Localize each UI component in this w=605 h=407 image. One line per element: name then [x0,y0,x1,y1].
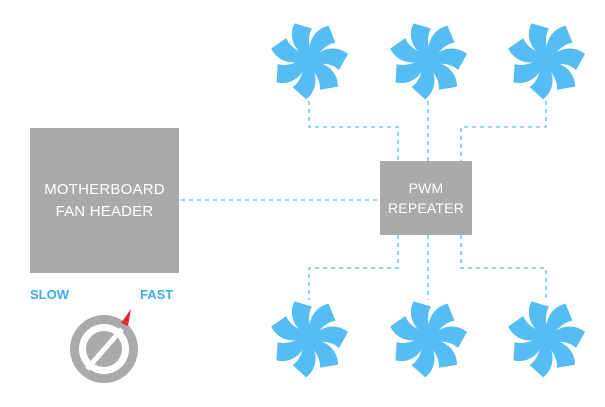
motherboard-label-line2: FAN HEADER [55,202,154,220]
fan-blade [292,342,316,378]
fan-blade [291,301,313,334]
fan-blade [428,25,455,58]
fan-icon [271,23,348,100]
fan-blade [528,23,550,56]
fan-blade [434,326,467,348]
fan-blade [315,48,348,70]
fan-bottom-right [508,301,585,378]
fan-blade [390,315,425,341]
fan-top-left [271,23,348,100]
fan-blade [552,48,585,70]
fan-blade [315,326,348,348]
connector-fan-bottom-right [460,235,547,300]
fan-icon [390,301,467,378]
fan-hub [299,328,319,348]
fan-blade [411,342,435,378]
fan-blade [513,336,543,362]
fan-hub [299,50,319,70]
fan-blade [395,58,425,84]
fan-icon [390,23,467,100]
fan-blade [410,301,432,334]
fan-blade [508,315,543,341]
fan-blade [411,64,435,100]
fan-hub [418,50,438,70]
fan-blade [428,62,458,90]
fan-icon [508,23,585,100]
dial-pointer [121,309,131,326]
fan-blade [395,336,425,362]
connector-fan-bottom-left [308,235,399,300]
fan-hub [536,328,556,348]
fan-blade [309,25,336,58]
fan-blade [546,62,576,90]
fan-icon [271,301,348,378]
fan-blade [529,342,553,378]
fan-blade [309,340,339,368]
slow-label: SLOW [30,287,69,302]
fan-top-middle [390,23,467,100]
fan-icon [508,301,585,378]
fan-blade [309,303,336,336]
fan-blade [410,23,432,56]
fan-blade [309,62,339,90]
fan-blade [546,25,573,58]
fan-hub [536,50,556,70]
fan-bottom-middle [390,301,467,378]
fan-blade [291,23,313,56]
speed-dial[interactable] [70,309,138,383]
fan-blade [513,58,543,84]
fan-blade [271,37,306,63]
fan-blade [546,303,573,336]
connector-fan-top-right [460,101,547,161]
fans-group [271,23,585,378]
motherboard-label-line1: MOTHERBOARD [44,180,165,198]
fan-blade [428,303,455,336]
fan-blade [390,37,425,63]
fan-blade [546,340,576,368]
connector-fan-top-left [308,101,399,161]
repeater-label-line2: REPEATER [387,200,465,216]
fan-blade [434,48,467,70]
fan-blade [292,64,316,100]
fan-blade [428,340,458,368]
fan-blade [276,58,306,84]
fan-top-right [508,23,585,100]
fan-blade [528,301,550,334]
motherboard-fan-header-box: MOTHERBOARD FAN HEADER [30,128,179,273]
fan-blade [552,326,585,348]
fan-hub [418,328,438,348]
pwm-repeater-box: PWM REPEATER [380,161,472,235]
fan-blade [276,336,306,362]
repeater-label-line1: PWM [408,180,444,196]
fast-label: FAST [140,287,174,302]
fan-bottom-left [271,301,348,378]
fan-blade [508,37,543,63]
fan-blade [271,315,306,341]
fan-blade [529,64,553,100]
